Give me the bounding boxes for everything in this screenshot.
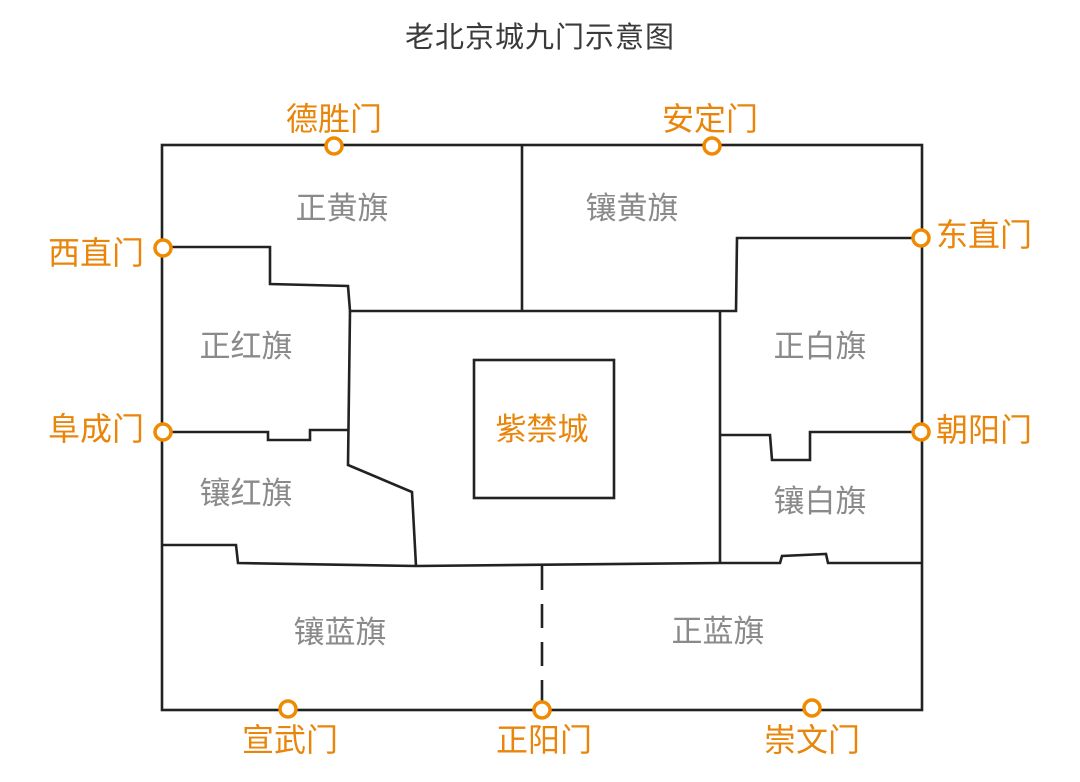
- gate-marker-zhengyangmen: [532, 700, 552, 720]
- gate-label-xuanwumen: 宣武门: [242, 721, 338, 759]
- banner-xiang-hong: 镶红旗: [200, 476, 293, 512]
- gate-marker-xuanwumen: [278, 699, 298, 719]
- gate-marker-xizhimen: [153, 238, 173, 258]
- forbidden-city-wall: [472, 358, 616, 500]
- gate-marker-chaoyangmen: [911, 422, 931, 442]
- banner-zheng-lan: 正蓝旗: [672, 614, 765, 650]
- west-north-boundary: [162, 245, 720, 313]
- gate-label-zhengyangmen: 正阳门: [496, 721, 592, 759]
- gate-label-chongwenmen: 崇文门: [764, 721, 860, 759]
- banner-zheng-hong: 正红旗: [200, 329, 293, 365]
- gate-marker-andingmen: [702, 136, 722, 156]
- banner-zheng-huang: 正黄旗: [296, 191, 389, 227]
- gate-label-andingmen: 安定门: [662, 100, 758, 138]
- gate-label-deshengmen: 德胜门: [286, 100, 382, 138]
- gate-label-dongzhimen: 东直门: [936, 216, 1032, 254]
- forbidden-city-label: 紫禁城: [496, 412, 589, 448]
- east-middle-boundary: [720, 430, 922, 462]
- banner-xiang-lan: 镶蓝旗: [294, 615, 387, 651]
- east-north-boundary: [720, 236, 922, 313]
- south-boundary: [162, 543, 922, 568]
- west-middle-boundary: [162, 428, 348, 442]
- gate-marker-deshengmen: [324, 136, 344, 156]
- gate-label-chaoyangmen: 朝阳门: [936, 411, 1032, 449]
- gate-marker-fuchengmen: [153, 422, 173, 442]
- imperial-west-boundary: [346, 310, 418, 567]
- gate-label-fuchengmen: 阜成门: [48, 410, 144, 448]
- diagram-title: 老北京城九门示意图: [404, 20, 675, 54]
- banner-zheng-bai: 正白旗: [774, 329, 867, 365]
- gate-label-xizhimen: 西直门: [48, 234, 144, 272]
- gate-marker-chongwenmen: [802, 698, 822, 718]
- gate-marker-dongzhimen: [911, 228, 931, 248]
- banner-xiang-bai: 镶白旗: [774, 484, 867, 520]
- banner-xiang-huang: 镶黄旗: [586, 191, 679, 227]
